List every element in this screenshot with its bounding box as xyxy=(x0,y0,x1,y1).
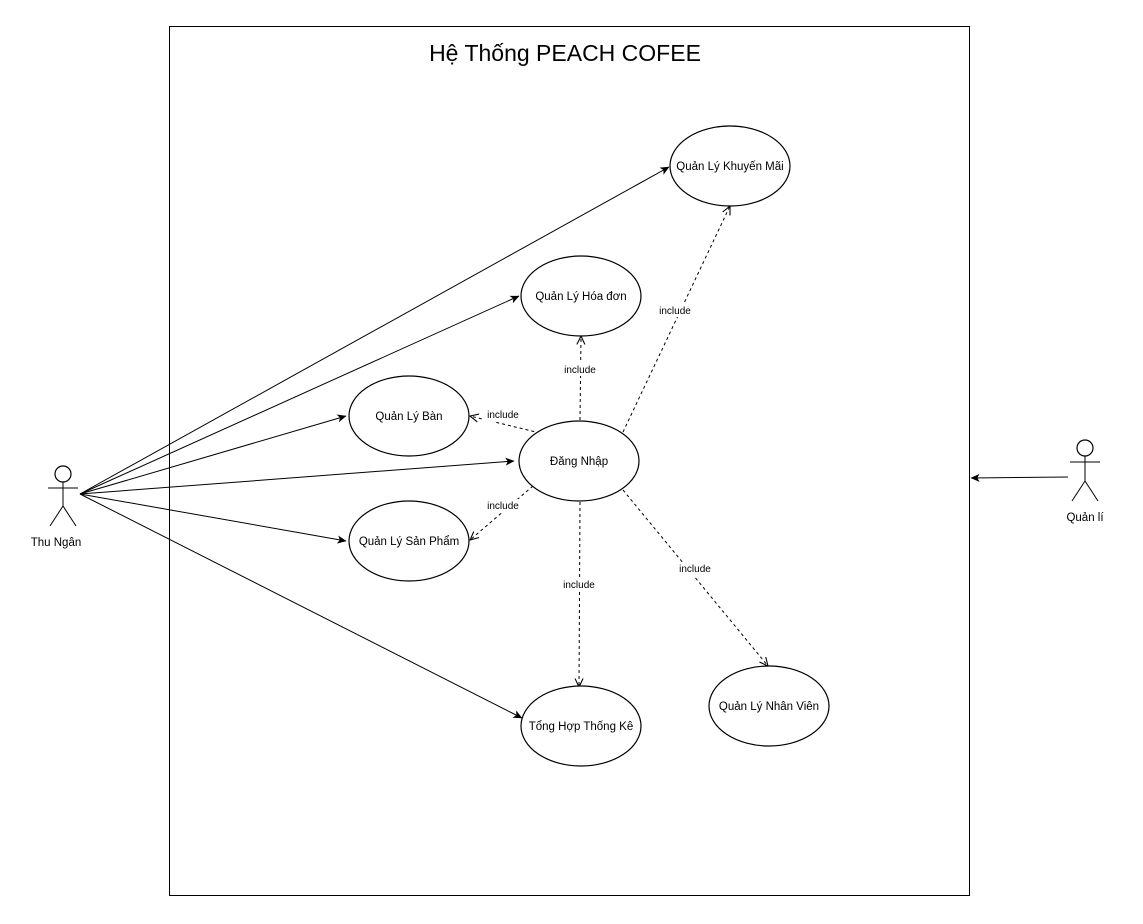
include-label-product: include xyxy=(487,501,519,512)
use-case-promotion[interactable]: Quản Lý Khuyến Mãi xyxy=(669,125,791,207)
include-dependencies xyxy=(470,206,768,687)
use-case-staff-label: Quản Lý Nhân Viên xyxy=(719,701,819,713)
include-login-product xyxy=(470,485,534,540)
include-label-table: include xyxy=(487,410,519,421)
include-label-bg xyxy=(561,362,599,376)
include-label-staff: include xyxy=(679,564,711,575)
use-case-invoice[interactable]: Quản Lý Hóa đơn xyxy=(520,255,642,337)
use-case-staff[interactable]: Quản Lý Nhân Viên xyxy=(708,665,830,747)
include-label-promotion: include xyxy=(659,306,691,317)
assoc-cashier-table xyxy=(79,414,347,495)
actor-manager-label: Quản lí xyxy=(1066,512,1104,524)
include-label-bg xyxy=(560,578,598,592)
include-label-bg xyxy=(484,408,522,422)
include-label-bg xyxy=(656,303,694,317)
use-case-table-label: Quản Lý Bàn xyxy=(375,411,442,423)
use-case-promotion-label: Quản Lý Khuyến Mãi xyxy=(676,161,783,173)
use-case-login-label: Đăng Nhập xyxy=(550,456,608,468)
use-case-invoice-label: Quản Lý Hóa đơn xyxy=(535,291,626,303)
actor-manager[interactable]: Quản lí xyxy=(1066,439,1104,524)
assoc-cashier-product xyxy=(79,493,347,544)
include-login-staff xyxy=(622,489,768,666)
use-case-login[interactable]: Đăng Nhập xyxy=(518,420,640,502)
include-label-statistics: include xyxy=(563,580,595,591)
assoc-manager-system xyxy=(970,473,1069,482)
include-label-bg xyxy=(484,499,522,513)
include-login-statistics xyxy=(579,501,580,687)
use-case-product[interactable]: Quản Lý Sản Phẩm xyxy=(348,500,470,582)
include-login-table xyxy=(470,416,541,434)
assoc-cashier-invoice xyxy=(79,295,520,495)
actor-cashier[interactable]: Thu Ngân xyxy=(31,465,82,549)
assoc-cashier-promotion xyxy=(79,166,670,495)
system-title: Hệ Thống PEACH COFEE xyxy=(429,40,701,66)
actor-head-icon xyxy=(54,465,72,483)
use-case-table[interactable]: Quản Lý Bàn xyxy=(348,375,470,457)
use-case-product-label: Quản Lý Sản Phẩm xyxy=(359,536,459,548)
use-case-statistics-label: Tổng Hợp Thống Kê xyxy=(529,721,634,733)
cashier-associations xyxy=(79,166,670,719)
actor-head-icon xyxy=(1076,439,1094,457)
include-label-invoice: include xyxy=(564,365,596,376)
include-login-invoice xyxy=(580,336,581,421)
include-labels: include include include include include … xyxy=(484,303,714,592)
assoc-cashier-statistics xyxy=(79,493,523,719)
use-case-statistics[interactable]: Tổng Hợp Thống Kê xyxy=(520,685,642,767)
include-label-bg xyxy=(676,562,714,576)
actor-cashier-label: Thu Ngân xyxy=(31,537,82,549)
assoc-cashier-login xyxy=(79,457,515,495)
